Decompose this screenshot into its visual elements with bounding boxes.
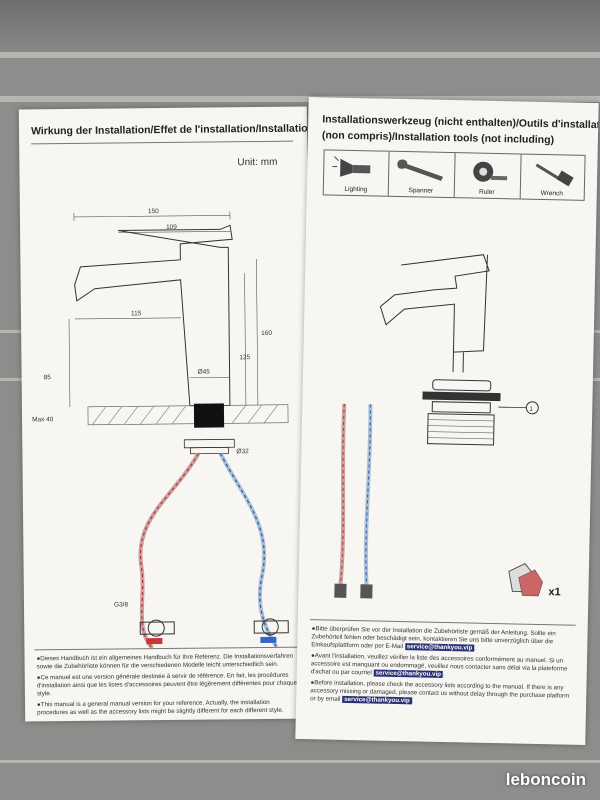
title-rule bbox=[31, 140, 294, 145]
note-en: ●Before installation, please check the a… bbox=[310, 679, 570, 705]
note-de: ●Dieses Handbuch ist ein allgemeines Han… bbox=[36, 652, 294, 671]
email-link[interactable]: service@thankyou.vip bbox=[342, 695, 412, 705]
dim-32: Ø32 bbox=[236, 448, 249, 455]
tools-table: Lighting Spanner Ruler Wrench bbox=[322, 149, 586, 201]
right-manual-page: Installationswerkzeug (nicht enthalten)/… bbox=[295, 97, 599, 745]
hot-angle-valve-icon bbox=[139, 619, 175, 645]
left-page-title: Wirkung der Installation/Effet de l'inst… bbox=[30, 122, 314, 138]
dim-g38: G3/8 bbox=[114, 601, 129, 608]
note-fr: ●Avant l'installation, veuillez vérifier… bbox=[310, 652, 568, 679]
note-en: ●This manual is a general manual version… bbox=[37, 698, 284, 717]
wrench-icon bbox=[535, 163, 574, 187]
tool-wrench: Wrench bbox=[520, 154, 585, 199]
unit-label: Unit: mm bbox=[237, 156, 278, 169]
right-title-line1: Installationswerkzeug (nicht enthalten)/… bbox=[322, 113, 599, 132]
cold-angle-valve-icon bbox=[253, 618, 289, 644]
tool-lighting: Lighting bbox=[323, 150, 390, 196]
shelf-line bbox=[0, 760, 600, 763]
faucet-dimension-drawing: 150 109 115 160 125 85 Ø45 Max 40 Ø32 bbox=[32, 208, 289, 650]
faucet-parts-drawing: 1 bbox=[334, 254, 543, 599]
dim-125: 125 bbox=[239, 354, 250, 361]
right-title-line2: (non compris)/Installation tools (not in… bbox=[321, 129, 555, 147]
shelf-shadow bbox=[0, 0, 600, 60]
dim-115: 115 bbox=[131, 310, 142, 317]
spanner-icon bbox=[397, 159, 444, 181]
flashlight-icon bbox=[332, 156, 371, 177]
dim-160: 160 bbox=[261, 330, 272, 337]
tool-ruler: Ruler bbox=[453, 153, 522, 199]
dim-45: Ø45 bbox=[198, 369, 211, 376]
dim-85: 85 bbox=[44, 374, 52, 381]
left-notes: ●Dieses Handbuch ist ein allgemeines Han… bbox=[37, 653, 302, 721]
left-manual-page: Wirkung der Installation/Effet de l'inst… bbox=[18, 106, 314, 722]
dim-109: 109 bbox=[166, 224, 177, 231]
tape-measure-icon bbox=[473, 161, 508, 182]
callout-1: 1 bbox=[529, 406, 533, 413]
shelf-line bbox=[0, 52, 600, 58]
tool-spanner: Spanner bbox=[387, 151, 456, 198]
gloves-quantity: x1 bbox=[548, 586, 561, 599]
note-fr: ●Ce manuel est une version générale dest… bbox=[36, 671, 298, 698]
note-de: ●Bitte überprüfen Sie vor der Installati… bbox=[311, 625, 556, 652]
dim-150: 150 bbox=[148, 208, 159, 215]
watermark-logo: leboncoin bbox=[505, 770, 586, 789]
shelf-line bbox=[0, 96, 600, 102]
right-notes: ●Bitte überprüfen Sie vor der Installati… bbox=[310, 625, 578, 712]
email-link[interactable]: service@thankyou.vip bbox=[373, 669, 444, 678]
email-link[interactable]: service@thankyou.vip bbox=[404, 643, 475, 652]
max-40-label: Max 40 bbox=[32, 416, 54, 423]
